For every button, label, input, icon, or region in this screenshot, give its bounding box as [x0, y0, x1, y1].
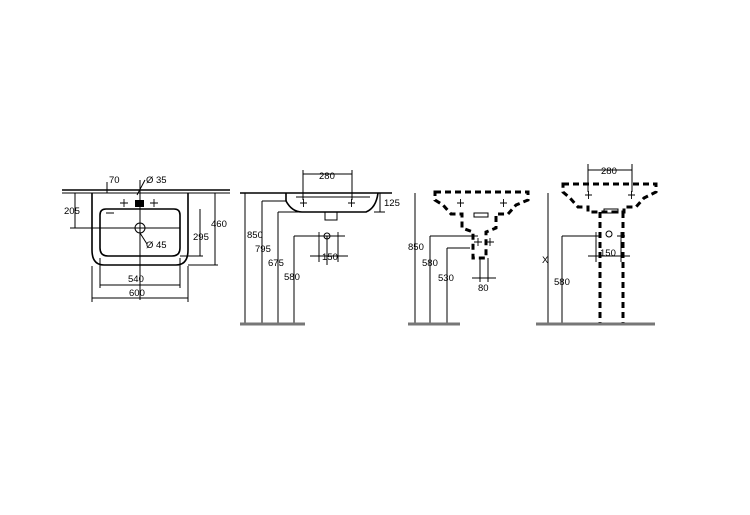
dim-295: 295	[193, 232, 209, 243]
top-view: 70 Ø 35 205 460 295 Ø 45 540 600	[62, 175, 230, 302]
dim-580-side1: 580	[284, 272, 300, 283]
dim-150-side3: 150	[600, 248, 616, 259]
dim-205: 205	[64, 206, 80, 217]
dim-540: 540	[128, 274, 144, 285]
dim-45-diameter: Ø 45	[146, 240, 167, 251]
dim-600: 600	[129, 288, 145, 299]
dim-530: 530	[438, 273, 454, 284]
side-view-full-pedestal: 280 150 X 580	[536, 164, 658, 326]
dim-x: X	[542, 255, 549, 266]
basin-pedestal-dashed-outline	[561, 182, 658, 214]
basin-bowl	[99, 208, 181, 257]
dim-150-side1: 150	[322, 252, 338, 263]
dim-280-side1: 280	[319, 171, 335, 182]
dim-460: 460	[211, 219, 227, 230]
dim-580-side2: 580	[422, 258, 438, 269]
side-view-wallhung: 280 125 150 850 795 675 580	[240, 170, 400, 326]
dim-850-side2: 850	[408, 242, 424, 253]
dim-280-side3: 280	[601, 166, 617, 177]
side-view-half-pedestal: 80 850 580 530	[408, 190, 530, 326]
dim-580-side3: 580	[554, 277, 570, 288]
pedestal-column	[598, 212, 625, 324]
dim-70: 70	[109, 175, 120, 186]
basin-side-outline	[285, 192, 379, 213]
dim-675: 675	[268, 258, 284, 269]
dim-80: 80	[478, 283, 489, 294]
dim-850-side1: 850	[247, 230, 263, 241]
dim-125: 125	[384, 198, 400, 209]
dim-35-diameter: Ø 35	[146, 175, 167, 186]
dim-795: 795	[255, 244, 271, 255]
